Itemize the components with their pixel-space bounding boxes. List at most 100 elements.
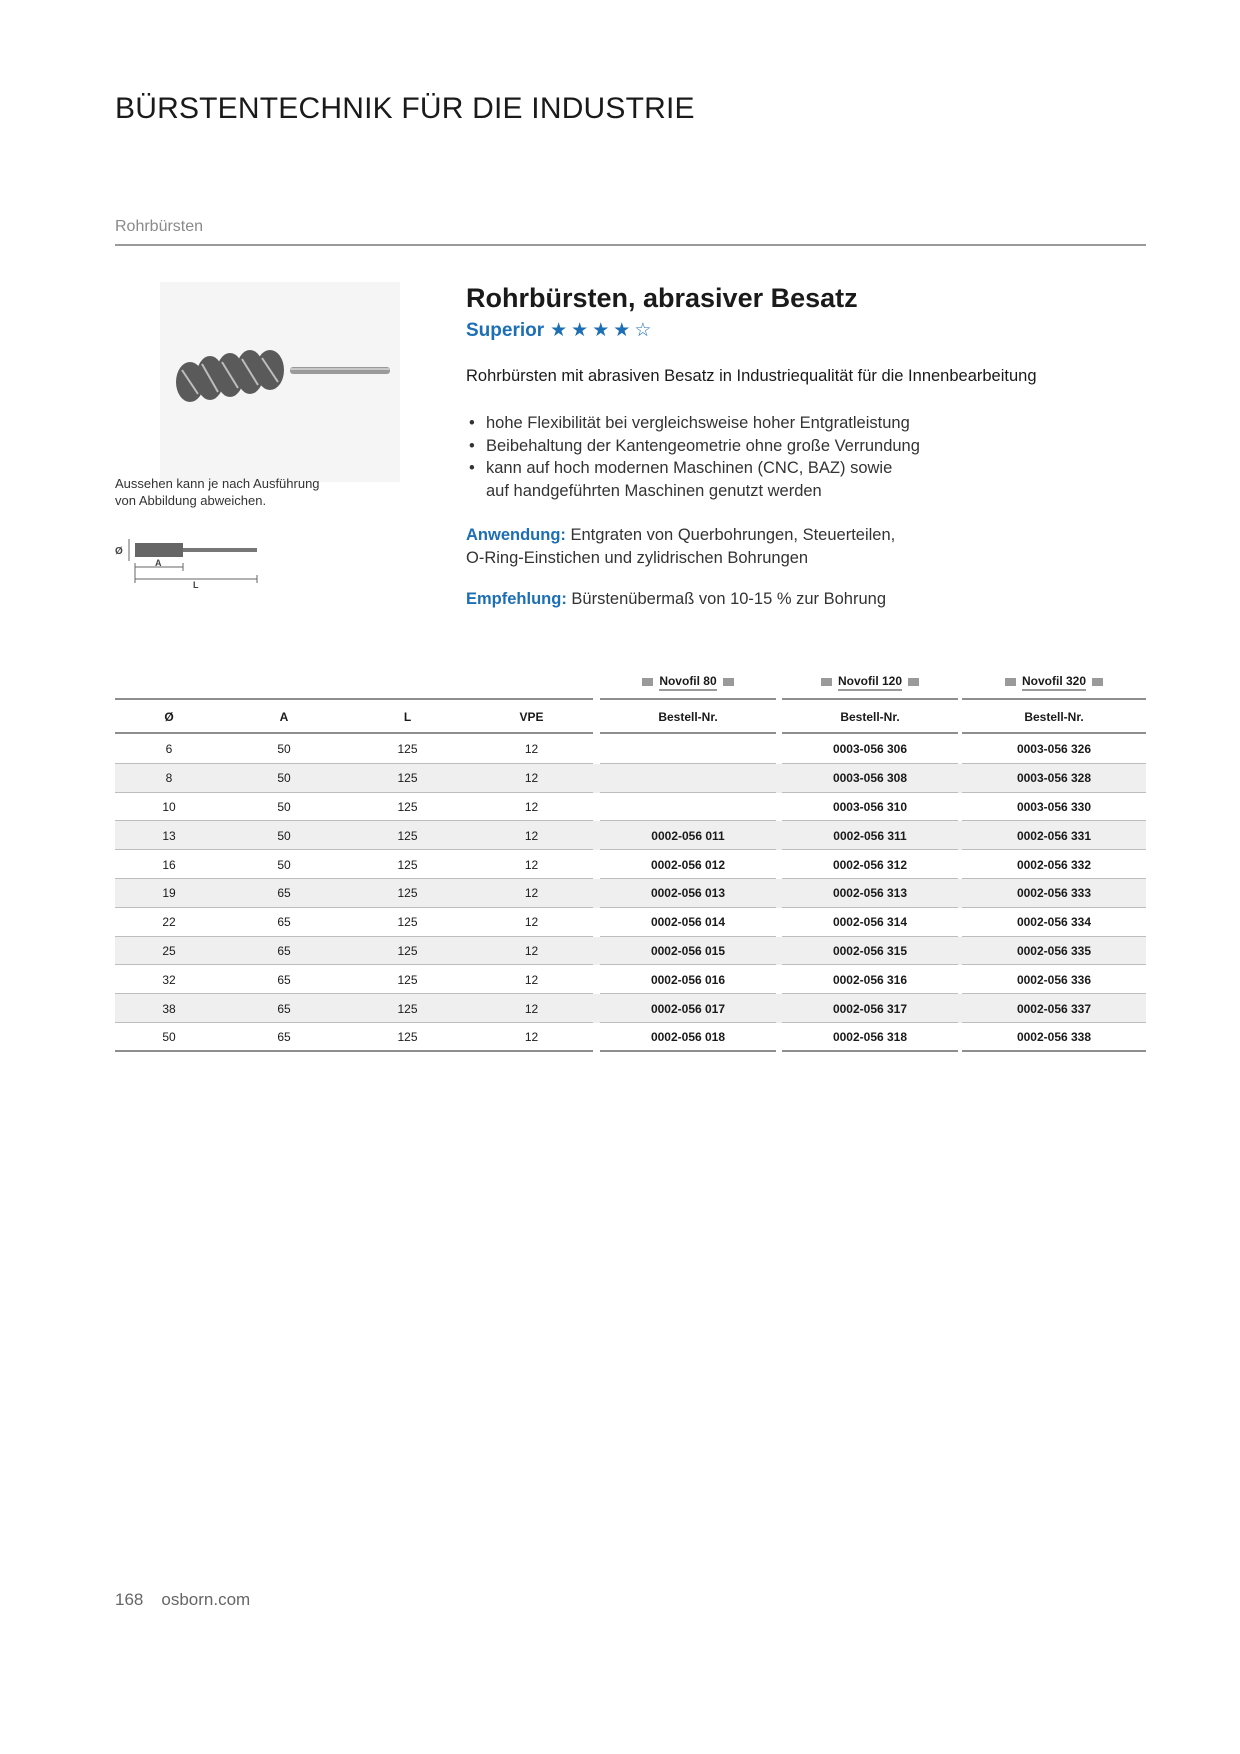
- group-marker-icon: [1004, 678, 1016, 686]
- row-divider: [962, 1021, 1146, 1023]
- row-divider: [115, 993, 593, 995]
- column-header: VPE: [519, 710, 544, 724]
- feature-item-continued: auf handgeführten Maschinen genutzt werd…: [486, 481, 822, 500]
- table-cell: 12: [524, 943, 539, 958]
- usage-line-2: O-Ring-Einstichen und zylidrischen Bohru…: [466, 548, 809, 567]
- row-divider: [962, 820, 1146, 822]
- order-number-cell: 0002-056 017: [650, 1001, 726, 1016]
- image-disclaimer: Aussehen kann je nach Ausführung von Abb…: [115, 475, 375, 509]
- table-cell: 50: [277, 857, 291, 872]
- table-cell: 65: [277, 943, 291, 958]
- order-number-cell: 0002-056 315: [832, 943, 908, 958]
- row-divider: [782, 762, 958, 764]
- order-number-cell: 0002-056 314: [832, 915, 908, 930]
- row-divider: [115, 877, 593, 879]
- table-cell: 8: [165, 771, 173, 786]
- table-cell: 12: [524, 1030, 539, 1045]
- table-cell: 12: [524, 857, 539, 872]
- star-filled-icon: ★: [571, 320, 589, 341]
- order-number-cell: 0003-056 308: [832, 771, 908, 786]
- table-cell: 125: [397, 771, 418, 786]
- table-row: 8 50 125 12 0003-056 308 0003-056 328: [115, 763, 1146, 793]
- dimension-label-l: L: [193, 580, 199, 590]
- table-cell: 12: [524, 771, 539, 786]
- recommendation-text: Empfehlung: Bürstenübermaß von 10-15 % z…: [466, 590, 886, 609]
- order-number-cell: [600, 793, 776, 822]
- row-divider: [600, 906, 776, 908]
- recommendation-label: Empfehlung:: [466, 590, 567, 608]
- table-cell: 65: [277, 915, 291, 930]
- row-divider: [962, 1049, 1146, 1052]
- material-group-header: Novofil 80: [600, 668, 776, 696]
- table-cell: 125: [397, 828, 418, 843]
- order-number-cell: 0003-056 330: [1016, 799, 1092, 814]
- order-number-cell: 0003-056 306: [832, 742, 908, 757]
- row-divider: [600, 820, 776, 822]
- material-group-label: Novofil 80: [659, 674, 717, 691]
- order-number-cell: 0002-056 012: [650, 857, 726, 872]
- row-divider: [115, 1021, 593, 1023]
- recommendation-value: Bürstenübermaß von 10-15 % zur Bohrung: [571, 590, 887, 608]
- usage-label: Anwendung:: [466, 526, 566, 544]
- product-title: Rohrbürsten, abrasiver Besatz: [466, 283, 858, 313]
- table-rule: [782, 698, 958, 700]
- order-number-cell: 0002-056 318: [832, 1030, 908, 1045]
- row-divider: [600, 877, 776, 879]
- table-cell: 50: [277, 771, 291, 786]
- page-title: BÜRSTENTECHNIK FÜR DIE INDUSTRIE: [115, 92, 695, 125]
- order-number-cell: 0002-056 337: [1016, 1001, 1092, 1016]
- rating-stars: ★★★★☆: [550, 321, 655, 341]
- table-cell: 25: [162, 943, 176, 958]
- website-link[interactable]: osborn.com: [161, 1590, 251, 1609]
- dimension-label-diameter: Ø: [115, 546, 123, 557]
- column-header: A: [279, 710, 289, 724]
- group-marker-icon: [908, 678, 920, 686]
- table-cell: 12: [524, 799, 539, 814]
- dimension-label-a: A: [155, 558, 162, 568]
- table-rule: [600, 732, 776, 734]
- row-divider: [115, 964, 593, 966]
- table-rule: [115, 698, 593, 700]
- row-divider: [962, 964, 1146, 966]
- order-number-cell: 0002-056 317: [832, 1001, 908, 1016]
- order-number-cell: 0002-056 013: [650, 886, 726, 901]
- group-marker-icon: [722, 678, 734, 686]
- section-divider: [115, 244, 1146, 246]
- row-divider: [962, 877, 1146, 879]
- star-filled-icon: ★: [613, 320, 631, 341]
- table-cell: 65: [277, 1001, 291, 1016]
- row-divider: [600, 993, 776, 995]
- table-cell: 16: [162, 857, 176, 872]
- quality-rating: Superior ★★★★☆: [466, 320, 655, 342]
- section-label: Rohrbürsten: [115, 218, 204, 235]
- order-number-cell: [600, 764, 776, 793]
- order-number-cell: 0002-056 316: [832, 972, 908, 987]
- row-divider: [600, 1021, 776, 1023]
- material-group-header: Novofil 120: [782, 668, 958, 696]
- order-number-cell: 0003-056 310: [832, 799, 908, 814]
- table-cell: 6: [165, 742, 173, 757]
- order-number-cell: 0003-056 328: [1016, 771, 1092, 786]
- table-rule: [115, 732, 593, 734]
- table-cell: 12: [524, 972, 539, 987]
- row-divider: [115, 849, 593, 851]
- order-number-cell: 0002-056 014: [650, 915, 726, 930]
- column-header: Ø: [164, 710, 174, 724]
- star-filled-icon: ★: [550, 320, 568, 341]
- order-number-cell: 0002-056 338: [1016, 1030, 1092, 1045]
- row-divider: [962, 791, 1146, 793]
- star-filled-icon: ★: [592, 320, 610, 341]
- order-number-cell: 0002-056 311: [833, 828, 907, 843]
- table-cell: 125: [397, 972, 418, 987]
- row-divider: [115, 791, 593, 793]
- row-divider: [962, 762, 1146, 764]
- order-number-cell: 0002-056 335: [1016, 943, 1092, 958]
- table-cell: 65: [277, 886, 291, 901]
- table-cell: 50: [277, 828, 291, 843]
